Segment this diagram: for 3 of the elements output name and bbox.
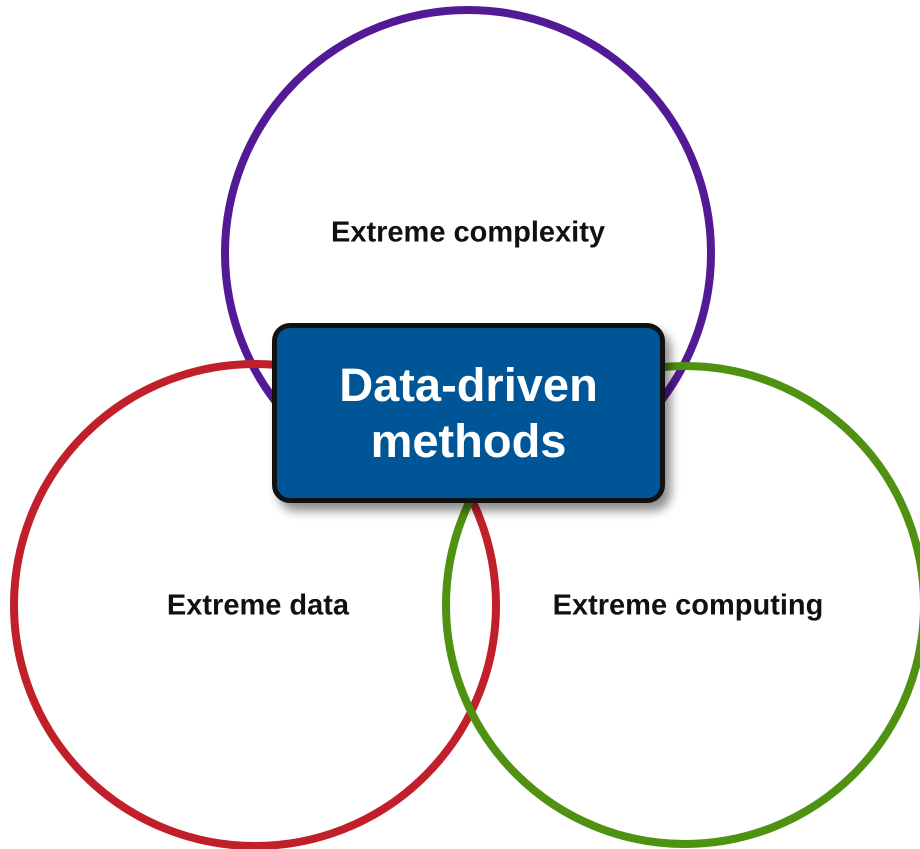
circle-label: Extreme computing xyxy=(552,590,824,622)
circle-label: Extreme data xyxy=(166,590,350,622)
circle-label: Extreme complexity xyxy=(331,216,605,250)
